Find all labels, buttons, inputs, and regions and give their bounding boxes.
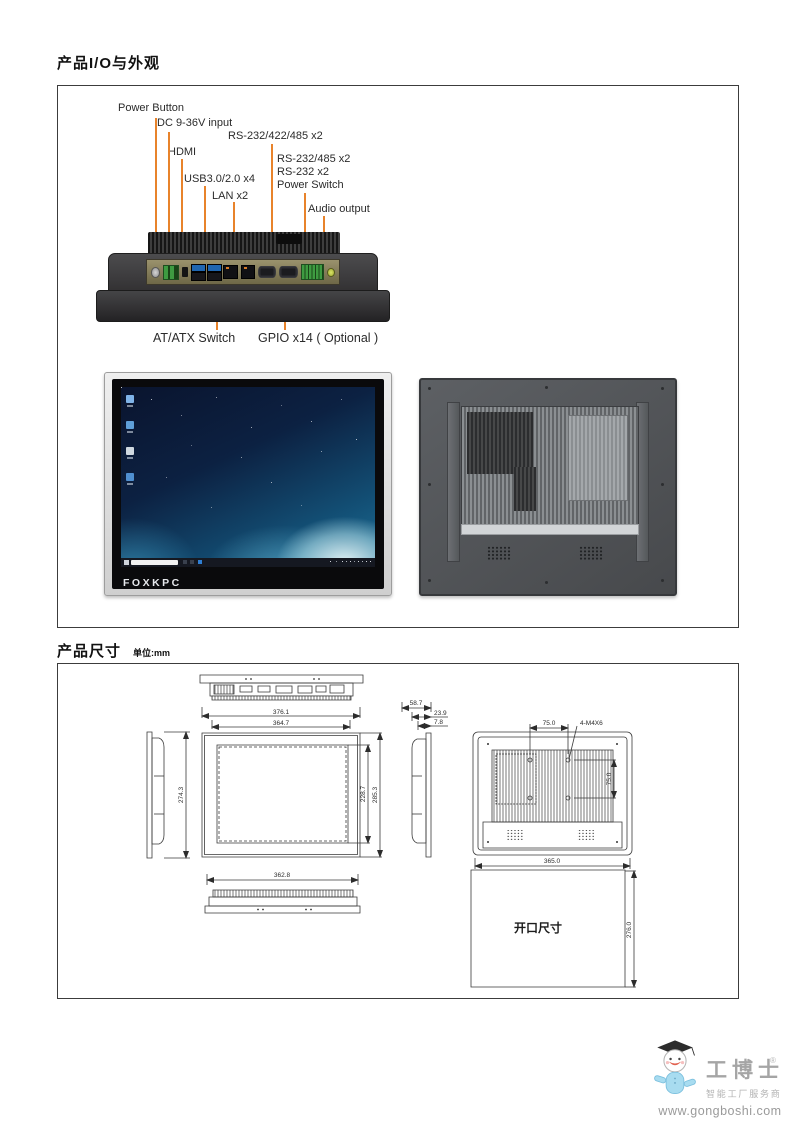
dim-rear-width: 365.0 <box>544 858 561 865</box>
usb-stack-icon <box>191 263 207 281</box>
label-gpio: GPIO x14 ( Optional ) <box>258 331 379 345</box>
leader-power-button <box>155 118 157 269</box>
start-button-icon <box>124 560 129 565</box>
dim-front-width-outer: 376.1 <box>273 709 290 716</box>
rear-screws <box>428 387 431 390</box>
serial-port-icon <box>257 266 277 278</box>
mascot-icon <box>654 1040 696 1095</box>
section-title-dimensions: 产品尺寸 单位:mm <box>57 640 170 661</box>
desktop-icon <box>126 447 134 459</box>
leader-dc-input <box>168 132 170 269</box>
dim-vesa-horizontal: 75.0 <box>543 720 556 727</box>
front-view-photo: FOXKPC <box>104 372 392 596</box>
usb-stack-icon <box>207 263 223 281</box>
label-power-switch: Power Switch <box>277 179 344 191</box>
taskbar <box>121 558 375 567</box>
label-hdmi: HDMI <box>168 146 197 158</box>
dimensions-title-text: 产品尺寸 <box>57 643 122 660</box>
system-tray-icons <box>370 561 371 562</box>
label-rs232: RS-232 x2 <box>277 166 329 178</box>
desktop-icon <box>126 421 134 433</box>
label-usb: USB3.0/2.0 x4 <box>184 173 255 185</box>
io-port-strip <box>146 259 340 285</box>
taskbar-icon <box>183 560 187 564</box>
rear-heatsink <box>461 406 639 526</box>
audio-jack-icon <box>327 267 335 277</box>
dim-bottom-width: 362.8 <box>274 872 291 879</box>
logo-url: www.gongboshi.com <box>658 1104 782 1118</box>
leader-serial-group <box>304 193 306 267</box>
dim-screen-height-inner: 228.7 <box>360 785 367 802</box>
gongboshi-logo: ® 工博士 智能工厂服务商 www.gongboshi.com <box>648 1036 792 1118</box>
front-bezel-edge <box>96 290 390 322</box>
dim-depth-front: 7.8 <box>434 719 443 726</box>
dim-vesa-screw-label: 4-M4X6 <box>580 720 603 727</box>
dim-side-depth: 58.7 <box>410 700 423 707</box>
leader-rs232-422-485 <box>271 144 273 269</box>
speaker-grille-icon <box>579 546 603 561</box>
taskbar-icon <box>198 560 202 564</box>
mount-bracket-left <box>447 402 460 562</box>
section-title-io: 产品I/O与外观 <box>57 55 161 72</box>
rear-view-photo <box>419 378 677 596</box>
dim-cutout-height: 276.0 <box>626 921 633 938</box>
dim-vesa-vertical: 75.0 <box>606 772 613 785</box>
dc-terminal-icon <box>163 264 180 280</box>
cutout-label: 开口尺寸 <box>514 920 562 935</box>
power-button-icon <box>151 266 161 278</box>
label-power-button: Power Button <box>118 102 185 114</box>
leader-usb <box>204 186 206 269</box>
heatsink-cover-plate <box>568 415 628 501</box>
rear-io-label-strip <box>461 524 639 535</box>
io-appearance-panel: Power Button DC 9-36V input RS-232/422/4… <box>57 85 739 628</box>
leader-hdmi <box>181 159 183 269</box>
speaker-grille-icon <box>487 546 511 561</box>
dim-screen-height-outer: 285.3 <box>372 786 379 803</box>
heatsink-dark-zone <box>514 467 536 511</box>
label-audio: Audio output <box>308 203 370 215</box>
dimension-drawing: 376.1 364.7 274.3 228.7 285.3 58.7 23.9 … <box>58 664 637 988</box>
bezel-brand-logo: FOXKPC <box>123 577 182 589</box>
label-dc-input: DC 9-36V input <box>157 117 233 129</box>
heatsink-dark-zone <box>467 412 533 474</box>
desktop-icon <box>126 473 134 485</box>
dimensions-panel: 376.1 364.7 274.3 228.7 285.3 58.7 23.9 … <box>57 663 739 999</box>
dim-depth-mid: 23.9 <box>434 710 447 717</box>
io-panel-photo <box>96 230 390 324</box>
gpio-terminal-icon <box>300 264 325 280</box>
label-rs232-485: RS-232/485 x2 <box>277 153 351 165</box>
registered-mark: ® <box>770 1056 776 1065</box>
lan-port-icon <box>240 265 255 279</box>
hdmi-port-icon <box>182 267 189 277</box>
lan-port-icon <box>223 265 238 279</box>
label-lan: LAN x2 <box>212 190 249 202</box>
desktop-icon <box>126 395 134 407</box>
taskbar-search-box <box>131 560 178 565</box>
wallpaper-stars <box>121 387 122 388</box>
label-rs232-422-485: RS-232/422/485 x2 <box>228 130 323 142</box>
unit-label: 单位:mm <box>133 648 171 658</box>
label-at-atx-switch: AT/ATX Switch <box>153 331 236 345</box>
logo-tagline: 智能工厂服务商 <box>706 1089 782 1099</box>
desktop-screen <box>121 387 375 567</box>
dim-side-height: 274.3 <box>178 786 185 803</box>
serial-port-icon <box>279 266 298 278</box>
dim-front-width-inner: 364.7 <box>273 720 290 727</box>
taskbar-icon <box>190 560 194 564</box>
logo-brand-text: 工博士 <box>706 1059 784 1082</box>
